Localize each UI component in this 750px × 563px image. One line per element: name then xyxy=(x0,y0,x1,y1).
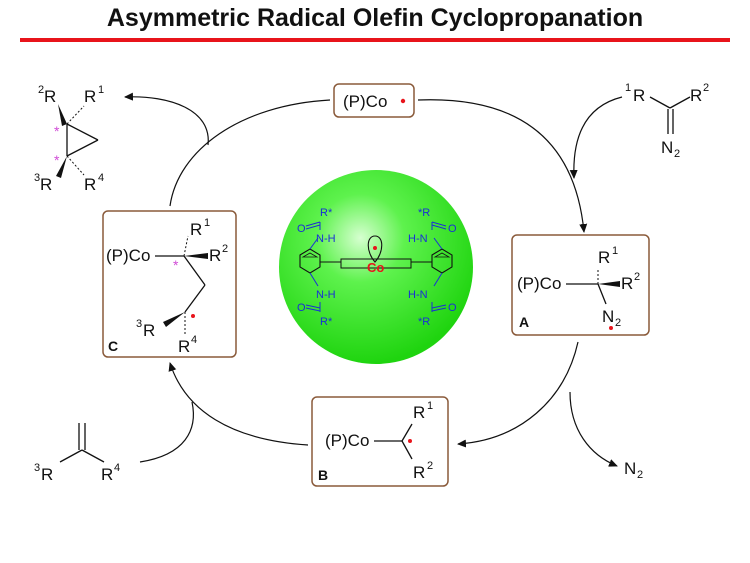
svg-text:R: R xyxy=(209,246,221,265)
svg-text:Co: Co xyxy=(367,260,384,275)
svg-text:R: R xyxy=(598,248,610,267)
catalyst-radical-dot xyxy=(400,98,406,104)
cyclopropane-product: 2 R R 1 * * 3 R R 4 xyxy=(34,84,104,194)
svg-text:R: R xyxy=(690,86,702,105)
svg-text:H-N: H-N xyxy=(408,289,428,301)
svg-text:2: 2 xyxy=(38,84,44,96)
svg-text:R: R xyxy=(621,274,633,293)
svg-text:O: O xyxy=(448,302,457,314)
svg-text:N: N xyxy=(624,459,636,478)
svg-text:3: 3 xyxy=(34,172,40,184)
diagram-title: Asymmetric Radical Olefin Cyclopropanati… xyxy=(106,4,644,32)
title-underline xyxy=(20,38,730,42)
svg-text:R: R xyxy=(178,337,190,356)
arrow-b-to-c xyxy=(168,362,309,446)
svg-text:2: 2 xyxy=(674,148,680,160)
svg-text:R: R xyxy=(143,321,155,340)
svg-text:R: R xyxy=(101,465,113,484)
svg-text:R: R xyxy=(44,87,56,106)
svg-text:A: A xyxy=(519,314,529,330)
svg-text:3: 3 xyxy=(136,318,142,330)
arrow-n2-out xyxy=(569,391,618,467)
svg-text:R: R xyxy=(84,87,96,106)
catalyst-sphere xyxy=(279,170,473,364)
svg-text:C: C xyxy=(108,338,118,354)
catalyst-box xyxy=(333,83,415,118)
svg-text:(P)Co: (P)Co xyxy=(517,274,561,293)
intermediate-a: (P)Co R 1 R 2 N 2 A xyxy=(517,245,640,330)
cobalt-porphyrin: Co N-H O R* H-N O *R N-H O R* H-N O *R xyxy=(297,207,457,328)
arrow-catalyst-to-a xyxy=(417,99,588,233)
svg-text:2: 2 xyxy=(427,460,433,472)
svg-text:R: R xyxy=(413,463,425,482)
svg-text:N: N xyxy=(661,138,673,157)
svg-text:1: 1 xyxy=(612,245,618,257)
arrow-c-to-product xyxy=(169,99,331,207)
svg-text:2: 2 xyxy=(634,271,640,283)
svg-text:O: O xyxy=(448,223,457,235)
svg-text:H-N: H-N xyxy=(408,233,428,245)
svg-text:2: 2 xyxy=(703,82,709,94)
arrow-a-to-b xyxy=(457,341,579,448)
svg-text:O: O xyxy=(297,223,306,235)
arrow-product-out xyxy=(124,92,209,146)
svg-text:2: 2 xyxy=(615,317,621,329)
intermediate-a-box xyxy=(511,234,650,336)
svg-text:4: 4 xyxy=(191,334,197,346)
svg-text:1: 1 xyxy=(427,400,433,412)
intermediate-b: (P)Co R 1 R 2 B xyxy=(318,400,433,483)
svg-text:1: 1 xyxy=(204,217,210,229)
svg-text:N-H: N-H xyxy=(316,289,336,301)
diazo-reagent: 1 R R 2 N 2 xyxy=(625,82,709,160)
svg-text:B: B xyxy=(318,467,328,483)
svg-text:R: R xyxy=(84,175,96,194)
svg-text:4: 4 xyxy=(114,462,120,474)
svg-text:3: 3 xyxy=(34,462,40,474)
nitrogen-released: N 2 xyxy=(624,459,643,481)
svg-text:R: R xyxy=(190,220,202,239)
olefin-substrate: 3 R R 4 xyxy=(34,423,120,484)
svg-text:R: R xyxy=(413,403,425,422)
svg-text:(P)Co: (P)Co xyxy=(325,431,369,450)
svg-text:1: 1 xyxy=(98,84,104,96)
catalyst-label: (P)Co xyxy=(343,92,387,111)
svg-text:O: O xyxy=(297,302,306,314)
svg-text:2: 2 xyxy=(222,243,228,255)
svg-text:*: * xyxy=(54,123,60,139)
svg-text:N-H: N-H xyxy=(316,233,336,245)
svg-text:R: R xyxy=(41,465,53,484)
svg-text:R*: R* xyxy=(320,316,333,328)
svg-text:*R: *R xyxy=(418,316,430,328)
intermediate-c: (P)Co R 1 R 2 * 3 R R 4 C xyxy=(106,217,228,356)
svg-text:*: * xyxy=(54,152,60,168)
svg-text:R: R xyxy=(633,86,645,105)
svg-text:R: R xyxy=(40,175,52,194)
svg-text:*R: *R xyxy=(418,207,430,219)
svg-text:N: N xyxy=(602,307,614,326)
svg-text:(P)Co: (P)Co xyxy=(106,246,150,265)
arrow-diazo-in xyxy=(569,96,623,179)
svg-text:1: 1 xyxy=(625,82,631,94)
intermediate-c-box xyxy=(102,210,237,358)
arrow-olefin-in xyxy=(139,401,194,463)
svg-text:*: * xyxy=(173,257,179,273)
svg-text:4: 4 xyxy=(98,172,104,184)
svg-text:R*: R* xyxy=(320,207,333,219)
svg-text:2: 2 xyxy=(637,469,643,481)
